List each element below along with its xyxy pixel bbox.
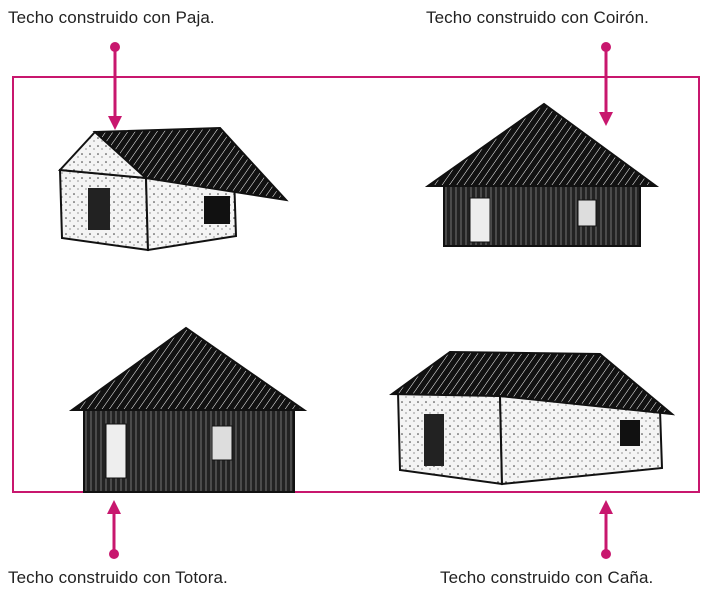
pointer-cana bbox=[599, 500, 613, 559]
house-cana-illustration bbox=[388, 350, 676, 486]
pointer-totora bbox=[107, 500, 121, 559]
pointer-coiron bbox=[599, 42, 613, 126]
label-cana: Techo construido con Caña. bbox=[440, 568, 654, 587]
label-coiron: Techo construido con Coirón. bbox=[426, 8, 649, 27]
pointer-paja bbox=[108, 42, 122, 130]
house-totora-illustration bbox=[68, 326, 308, 493]
house-paja-illustration bbox=[57, 126, 289, 252]
label-totora: Techo construido con Totora. bbox=[8, 568, 228, 587]
label-paja: Techo construido con Paja. bbox=[8, 8, 215, 27]
house-coiron-illustration bbox=[424, 102, 660, 247]
